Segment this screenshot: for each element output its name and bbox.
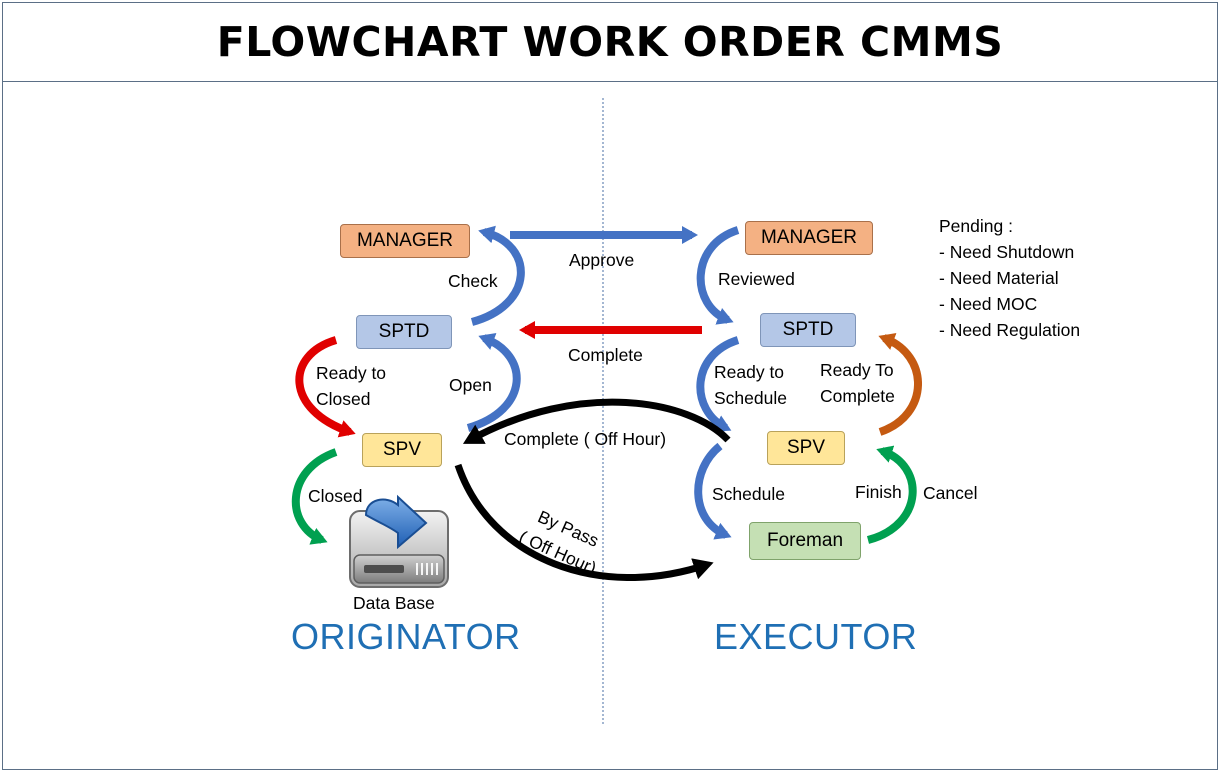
closed-label: Closed <box>308 486 363 506</box>
schedule-label: Schedule <box>712 484 785 504</box>
executor-spv-node: SPV <box>767 431 845 465</box>
ready-to-closed-label: Ready to Closed <box>316 360 386 412</box>
pending-item: - Need Regulation <box>939 320 1081 340</box>
label-line: Schedule <box>714 388 787 408</box>
executor-manager-node: MANAGER <box>745 221 873 255</box>
cancel-label: Cancel <box>923 483 978 503</box>
node-label: MANAGER <box>760 227 858 248</box>
ready-to-schedule-label: Ready to Schedule <box>714 359 787 411</box>
finish-label: Finish <box>855 482 902 502</box>
open-arrow <box>466 333 521 432</box>
pending-item: - Need Material <box>939 268 1059 288</box>
complete-label: Complete <box>568 345 643 365</box>
originator-spv-node: SPV <box>362 433 442 467</box>
originator-sptd-node: SPTD <box>356 315 452 349</box>
ready-to-complete-label: Ready To Complete <box>820 357 895 409</box>
pending-item: - Need Shutdown <box>939 242 1075 262</box>
label-line: Ready to <box>714 362 785 382</box>
approve-label: Approve <box>569 250 635 270</box>
title-bar: FLOWCHART WORK ORDER CMMS <box>3 3 1217 82</box>
page-title: FLOWCHART WORK ORDER CMMS <box>216 18 1004 66</box>
ready-to-complete-arrow <box>878 333 922 436</box>
finish-arrow <box>866 445 917 544</box>
executor-label: EXECUTOR <box>714 616 918 657</box>
check-label: Check <box>448 271 498 291</box>
label-line: Ready to <box>316 363 387 383</box>
foreman-node: Foreman <box>749 522 861 560</box>
node-label: Foreman <box>766 530 844 551</box>
pending-list: Pending : - Need Shutdown - Need Materia… <box>939 213 1080 343</box>
pending-item: - Need MOC <box>939 294 1038 314</box>
reviewed-arrow <box>696 226 740 325</box>
closed-arrow <box>291 448 338 545</box>
database-icon <box>346 489 458 597</box>
database-label: Data Base <box>353 593 435 613</box>
reviewed-label: Reviewed <box>718 269 795 289</box>
node-label: MANAGER <box>356 230 454 251</box>
pending-heading: Pending : <box>939 216 1013 236</box>
by-pass-arrow <box>454 463 714 581</box>
label-line: Closed <box>316 389 371 409</box>
complete-off-hour-arrow <box>462 398 731 444</box>
executor-sptd-node: SPTD <box>760 313 856 347</box>
node-label: SPTD <box>378 321 430 342</box>
check-arrow <box>470 225 525 326</box>
ready-to-closed-arrow <box>295 336 356 438</box>
node-label: SPV <box>786 437 826 458</box>
open-label: Open <box>449 375 492 395</box>
originator-manager-node: MANAGER <box>340 224 470 258</box>
complete-off-hour-label: Complete ( Off Hour) <box>504 429 667 449</box>
originator-label: ORIGINATOR <box>291 616 521 657</box>
ready-to-schedule-arrow <box>696 336 740 432</box>
node-label: SPTD <box>782 319 834 340</box>
schedule-arrow <box>694 442 732 540</box>
label-line: Complete <box>820 386 895 406</box>
label-line: Ready To <box>820 360 894 380</box>
node-label: SPV <box>382 439 422 460</box>
